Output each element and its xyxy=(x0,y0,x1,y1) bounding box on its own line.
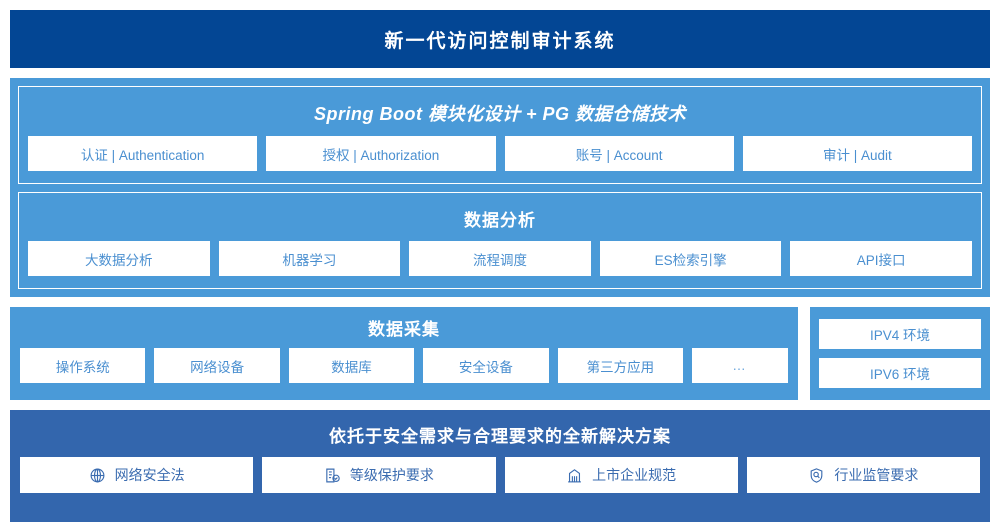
solution-chip-row: 网络安全法 等级保护要求 xyxy=(20,457,980,493)
analysis-panel-heading: 数据分析 xyxy=(464,211,536,230)
bank-icon xyxy=(566,467,583,484)
chip-classified-protection[interactable]: 等级保护要求 xyxy=(262,457,496,493)
solution-section: 依托于安全需求与合理要求的全新解决方案 网络安全法 xyxy=(10,410,990,522)
shield-search-icon xyxy=(808,467,825,484)
document-check-icon xyxy=(324,467,341,484)
chip-api-interface[interactable]: API接口 xyxy=(790,241,972,276)
chip-authorization[interactable]: 授权 | Authorization xyxy=(266,136,496,171)
tech-panel: Spring Boot 模块化设计 + PG 数据仓储技术 认证 | Authe… xyxy=(18,86,982,184)
chip-label: 等级保护要求 xyxy=(349,467,434,483)
analysis-chip-row: 大数据分析 机器学习 流程调度 ES检索引擎 API接口 xyxy=(28,241,972,276)
chip-machine-learning[interactable]: 机器学习 xyxy=(218,241,401,276)
collect-row: 数据采集 操作系统 网络设备 数据库 安全设备 第三方应用 … IPV4 环境 … xyxy=(10,307,990,400)
chip-cybersecurity-law[interactable]: 网络安全法 xyxy=(20,457,254,493)
collect-panel: 数据采集 操作系统 网络设备 数据库 安全设备 第三方应用 … xyxy=(10,307,798,400)
chip-industry-regulation[interactable]: 行业监管要求 xyxy=(746,457,980,493)
chip-database[interactable]: 数据库 xyxy=(288,348,415,383)
chip-ipv6-environment[interactable]: IPV6 环境 xyxy=(819,358,981,388)
chip-process-scheduling[interactable]: 流程调度 xyxy=(409,241,591,276)
chip-label: 行业监管要求 xyxy=(834,467,919,483)
solution-heading: 依托于安全需求与合理要求的全新解决方案 xyxy=(329,427,671,446)
chip-more-ellipsis[interactable]: … xyxy=(692,348,789,383)
chip-audit[interactable]: 审计 | Audit xyxy=(742,136,972,171)
chip-label: 网络安全法 xyxy=(114,467,185,483)
chip-big-data-analysis[interactable]: 大数据分析 xyxy=(28,241,210,276)
collect-panel-heading: 数据采集 xyxy=(368,320,440,339)
tech-chip-row: 认证 | Authentication 授权 | Authorization 账… xyxy=(28,136,972,171)
chip-ipv4-environment[interactable]: IPV4 环境 xyxy=(819,319,981,349)
chip-third-party-app[interactable]: 第三方应用 xyxy=(557,348,684,383)
collect-chip-row: 操作系统 网络设备 数据库 安全设备 第三方应用 … xyxy=(20,348,789,383)
chip-label: 上市企业规范 xyxy=(592,467,677,483)
page-title: 新一代访问控制审计系统 xyxy=(384,30,616,52)
chip-security-device[interactable]: 安全设备 xyxy=(423,348,549,383)
chip-authentication[interactable]: 认证 | Authentication xyxy=(28,136,258,171)
analysis-panel: 数据分析 大数据分析 机器学习 流程调度 ES检索引擎 API接口 xyxy=(18,192,982,289)
page-title-bar: 新一代访问控制审计系统 xyxy=(10,10,990,68)
tech-panel-heading: Spring Boot 模块化设计 + PG 数据仓储技术 xyxy=(313,104,686,124)
chip-operating-system[interactable]: 操作系统 xyxy=(20,348,146,383)
platform-section: Spring Boot 模块化设计 + PG 数据仓储技术 认证 | Authe… xyxy=(10,78,990,297)
chip-es-search-engine[interactable]: ES检索引擎 xyxy=(599,241,782,276)
chip-account[interactable]: 账号 | Account xyxy=(504,136,734,171)
chip-listed-company-standard[interactable]: 上市企业规范 xyxy=(504,457,738,493)
chip-network-device[interactable]: 网络设备 xyxy=(154,348,280,383)
globe-icon xyxy=(89,467,106,484)
environment-panel: IPV4 环境 IPV6 环境 xyxy=(810,307,990,400)
